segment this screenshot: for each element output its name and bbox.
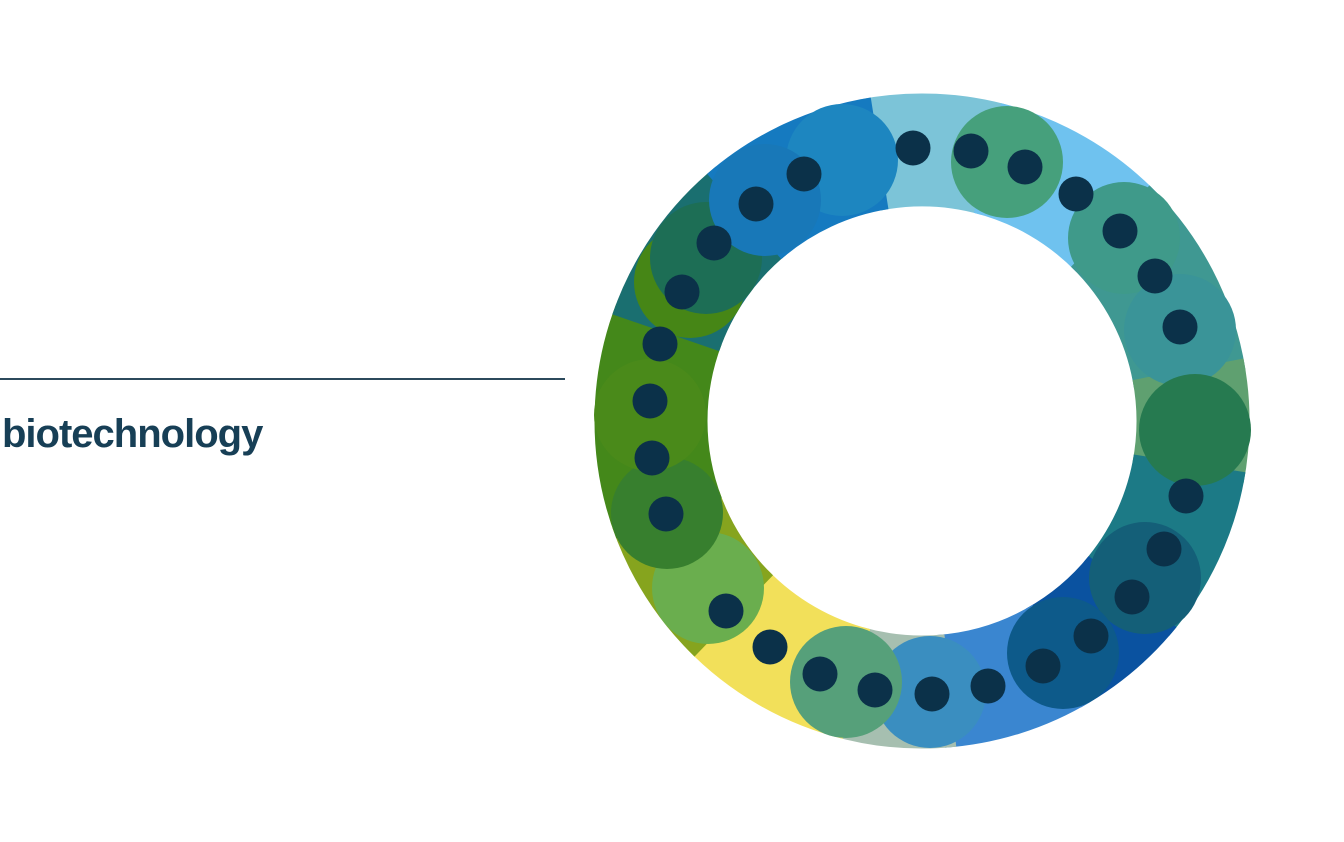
cell-dot — [857, 672, 893, 708]
cell-dot — [1162, 309, 1198, 345]
cell-blob — [1007, 597, 1119, 709]
cell-dot — [648, 496, 684, 532]
cell-dot — [708, 593, 744, 629]
cell-dot — [895, 130, 931, 166]
cell-dot — [738, 186, 774, 222]
cell-dot — [1058, 176, 1094, 212]
cell-dot — [752, 629, 788, 665]
cell-dot — [642, 326, 678, 362]
cell-dot — [696, 225, 732, 261]
cell-dot — [802, 656, 838, 692]
cell-dot — [634, 440, 670, 476]
cell-dot — [1102, 213, 1138, 249]
cell-dot — [1168, 478, 1204, 514]
cell-dot — [632, 383, 668, 419]
cell-dot — [1146, 531, 1182, 567]
cell-dot — [1114, 579, 1150, 615]
cell-dot — [914, 676, 950, 712]
cell-blob — [951, 106, 1063, 218]
cell-dot — [970, 668, 1006, 704]
section-heading: biotechnology — [2, 412, 263, 456]
cell-dot — [1073, 618, 1109, 654]
cell-dot — [664, 274, 700, 310]
cell-dot — [953, 133, 989, 169]
cell-blob — [1139, 374, 1251, 486]
cell-blob — [790, 626, 902, 738]
divider-line — [0, 378, 565, 380]
cell-dot — [786, 156, 822, 192]
cell-dot — [1137, 258, 1173, 294]
cell-dot — [1007, 149, 1043, 185]
cell-dot — [1025, 648, 1061, 684]
